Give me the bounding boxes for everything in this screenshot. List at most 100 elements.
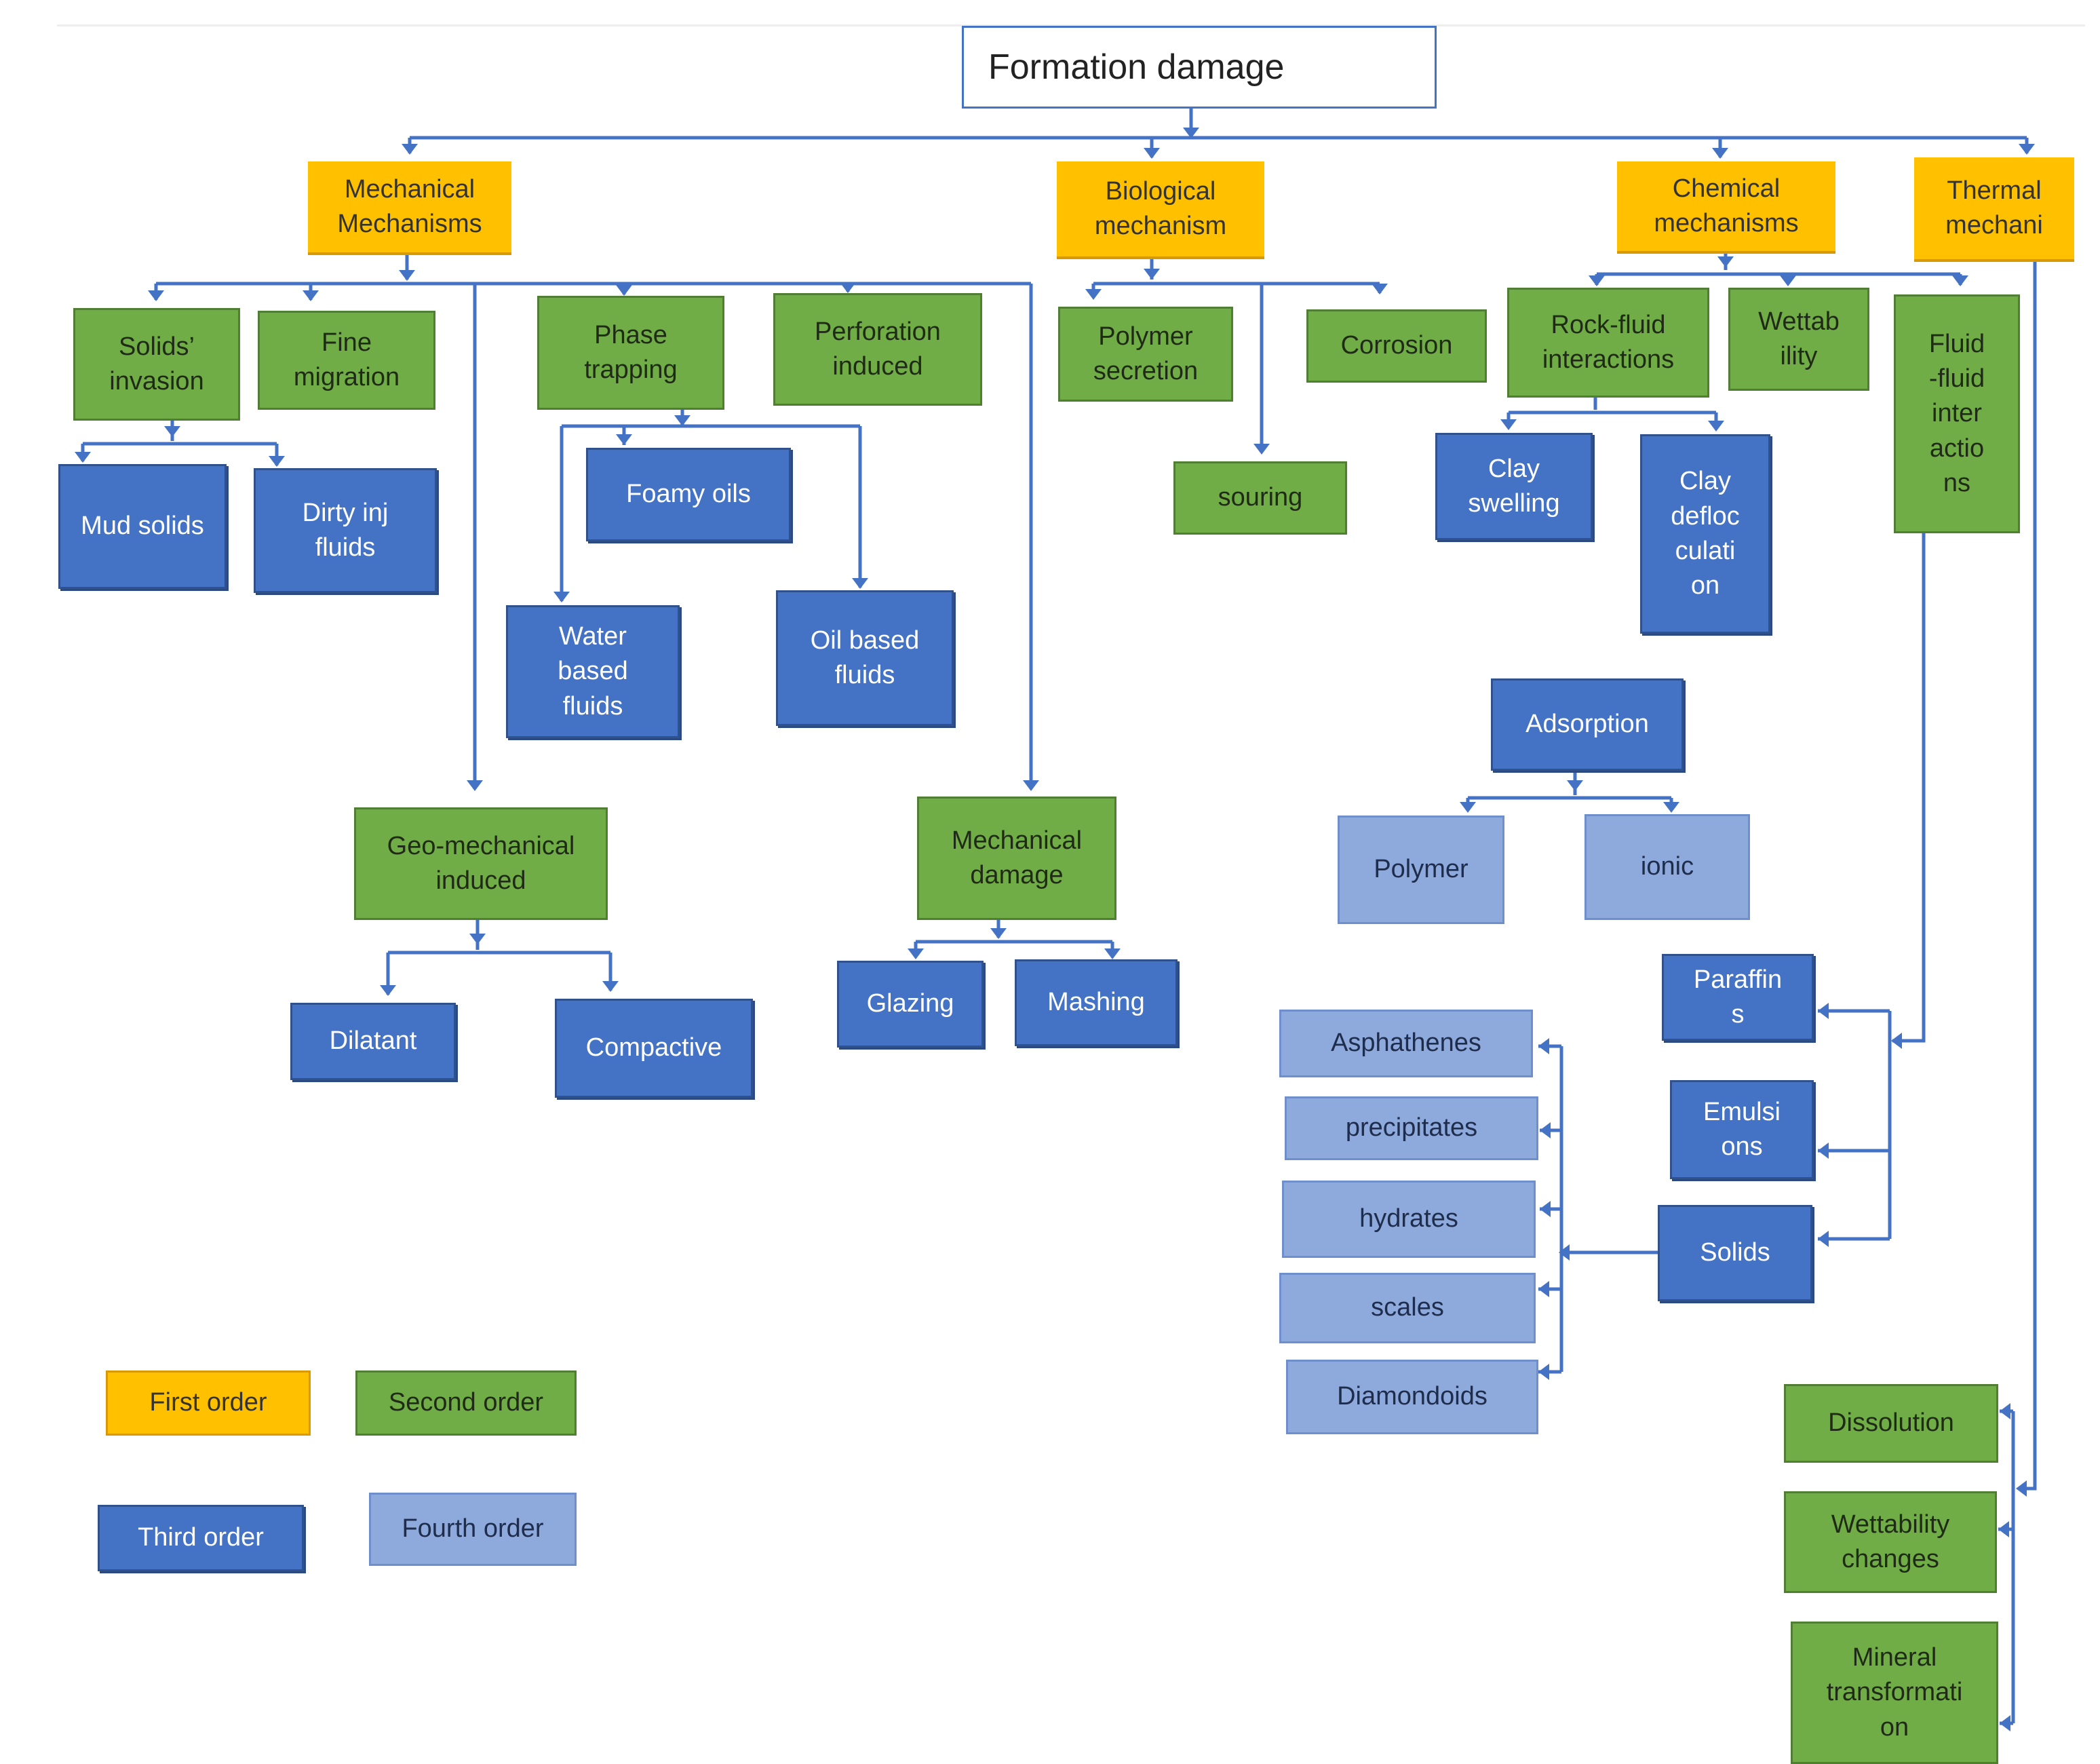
root-formation-damage: Formation damage — [962, 26, 1437, 109]
node-mineral-transformation: Mineral transformati on — [1791, 1622, 1998, 1764]
arrowhead — [1712, 148, 1728, 159]
arrowhead — [467, 780, 483, 791]
arrowhead — [1717, 256, 1734, 267]
connector-solids — [1538, 1044, 1658, 1374]
arrowhead — [1540, 1122, 1551, 1138]
connector-chemical — [1595, 254, 1962, 285]
arrowhead — [303, 290, 319, 301]
arrowhead — [1104, 948, 1121, 959]
node-solids-invasion: Solids’ invasion — [73, 308, 240, 421]
node-precipitates: precipitates — [1285, 1096, 1538, 1160]
node-compactive: Compactive — [555, 999, 753, 1098]
arrowhead — [616, 434, 632, 445]
arrowhead — [1085, 289, 1102, 300]
arrowhead — [1818, 1231, 1829, 1247]
node-perforation-induced: Perforation induced — [773, 293, 982, 406]
arrowhead — [1998, 1521, 2009, 1537]
node-fine-migration: Fine migration — [258, 311, 435, 410]
node-oil-based-fluids: Oil based fluids — [776, 590, 954, 726]
arrowhead — [840, 282, 856, 293]
arrowhead — [616, 285, 632, 296]
connector-mechanical-damage — [914, 920, 1114, 957]
arrowhead — [1253, 444, 1270, 455]
node-mechanical-damage: Mechanical damage — [917, 797, 1116, 920]
node-thermal-mechanisms: Thermal mechani — [1914, 157, 2074, 262]
node-water-based-fluids: Water based fluids — [506, 605, 680, 738]
arrowhead — [2016, 1480, 2027, 1497]
node-clay-swelling: Clay swelling — [1435, 433, 1593, 540]
node-adsorption: Adsorption — [1491, 678, 1684, 771]
arrowhead — [269, 456, 285, 467]
arrowhead — [1023, 780, 1039, 791]
top-divider — [57, 24, 2085, 26]
arrowhead — [1708, 421, 1724, 432]
legend-first-order: First order — [106, 1370, 311, 1436]
arrowhead — [164, 426, 180, 437]
node-polymer: Polymer — [1338, 816, 1504, 924]
node-ionic: ionic — [1584, 814, 1750, 920]
connector-root-bus — [410, 109, 2027, 140]
arrowhead — [1144, 269, 1160, 280]
arrowhead — [399, 270, 415, 281]
arrowhead — [674, 415, 691, 426]
arrowhead — [1538, 1364, 1549, 1380]
node-dissolution: Dissolution — [1784, 1384, 1998, 1463]
connector-solids-invasion — [81, 418, 279, 465]
arrowhead — [1663, 802, 1679, 813]
connector-geo-mechanical — [386, 920, 612, 995]
arrowhead — [469, 934, 486, 944]
arrowhead — [2000, 1715, 2010, 1731]
node-scales: scales — [1279, 1273, 1536, 1343]
arrowhead — [2000, 1403, 2010, 1419]
node-mud-solids: Mud solids — [58, 464, 227, 589]
node-foamy-oils: Foamy oils — [586, 448, 791, 541]
arrowhead — [1818, 1003, 1829, 1019]
arrowhead — [1538, 1038, 1549, 1054]
arrowhead — [2019, 144, 2035, 155]
arrowhead — [1952, 275, 1968, 286]
node-mashing: Mashing — [1015, 959, 1178, 1046]
arrowhead — [553, 592, 570, 602]
node-phase-trapping: Phase trapping — [537, 296, 724, 410]
arrowhead — [908, 948, 924, 959]
arrowhead — [402, 144, 418, 155]
node-rock-fluid-interactions: Rock-fluid interactions — [1507, 288, 1709, 398]
arrowhead — [1559, 1244, 1570, 1261]
node-hydrates: hydrates — [1282, 1181, 1536, 1258]
arrowhead — [1818, 1143, 1829, 1159]
node-glazing: Glazing — [837, 961, 984, 1048]
arrowhead — [1372, 284, 1388, 294]
connector-adsorption — [1466, 771, 1673, 810]
node-emulsions: Emulsi ons — [1670, 1080, 1814, 1179]
node-fluid-fluid-interactions: Fluid -fluid inter actio ns — [1894, 294, 2020, 533]
legend-fourth-order: Fourth order — [369, 1493, 577, 1566]
arrowhead — [1567, 780, 1583, 791]
arrowhead — [75, 452, 91, 463]
node-souring: souring — [1173, 461, 1347, 535]
arrowhead — [1183, 128, 1199, 138]
arrowhead — [852, 578, 868, 589]
arrowhead — [1589, 275, 1605, 286]
arrowhead — [380, 985, 396, 996]
arrowhead — [1780, 275, 1796, 286]
connector-fluid-fluid — [1818, 533, 1926, 1241]
arrowhead — [1891, 1033, 1902, 1049]
node-mechanical-mechanisms: Mechanical Mechanisms — [308, 161, 511, 255]
legend-third-order: Third order — [98, 1505, 304, 1571]
arrowhead — [1538, 1281, 1549, 1297]
node-asphathenes: Asphathenes — [1279, 1010, 1533, 1077]
arrowhead — [990, 928, 1007, 939]
arrowhead — [148, 290, 164, 301]
arrowhead — [1144, 148, 1160, 159]
arrowhead — [602, 981, 619, 992]
node-clay-deflocculation: Clay defloc culati on — [1640, 434, 1770, 634]
connector-rock-fluid — [1506, 398, 1718, 429]
node-wettability-changes: Wettability changes — [1784, 1491, 1997, 1593]
node-dirty-inj-fluids: Dirty inj fluids — [254, 468, 437, 593]
node-corrosion: Corrosion — [1306, 309, 1487, 383]
legend-second-order: Second order — [355, 1370, 577, 1436]
node-wettability: Wettab ility — [1728, 288, 1869, 391]
node-polymer-secretion: Polymer secretion — [1058, 307, 1233, 402]
node-biological-mechanism: Biological mechanism — [1057, 161, 1264, 259]
